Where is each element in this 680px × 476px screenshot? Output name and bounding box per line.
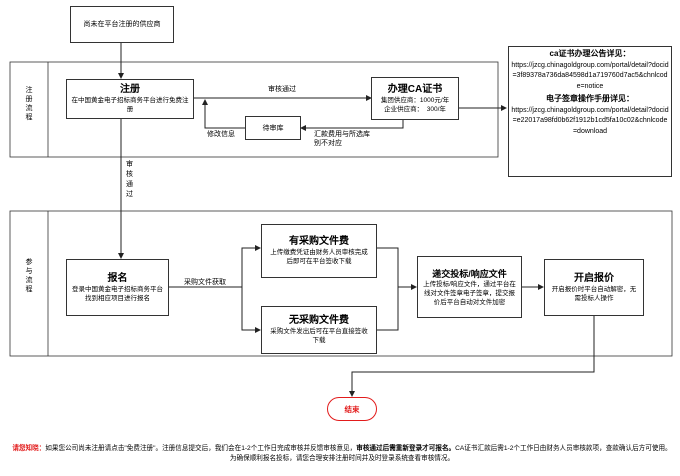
register-lane-label: 注 册 流 程 [25,87,33,121]
footer-part2: CA证书汇款后需1-2个工作日由财务人员审核款项，查款确认后方可使用。为确保顺利… [229,445,672,462]
pending-review-box: 待审库 [245,116,301,140]
paid-docs-box: 有采购文件费 上传缴费凭证由财务人员审核完成后即可在平台签收下载 [261,224,377,278]
register-lane [9,61,499,158]
footer-note: 请您知晓：如果您公司尚未注册请点击"免费注册"。注册信息提交后，我们会在1-2个… [10,444,674,464]
signup-desc: 登录中国黄金电子招标商务平台找到相应项目进行报名 [72,285,163,302]
arrow-open-end [349,316,595,397]
paid-docs-desc: 上传缴费凭证由财务人员审核完成后即可在平台签收下载 [270,249,368,265]
register-title: 注册 [120,84,140,95]
ca-line1: 集团供应商：1000元/年 [380,96,450,104]
signup-title: 报名 [107,272,128,284]
footer-part1: 如果您公司尚未注册请点击"免费注册"。注册信息提交后，我们会在1-2个工作日完成… [45,445,357,452]
register-box: 注册 在中国黄金电子招标商务平台进行免费注册 [66,79,194,119]
arrow-pending-register [202,99,245,129]
ca-title: 办理CA证书 [387,83,443,95]
register-desc: 在中国黄金电子招标商务平台进行免费注册 [71,97,189,113]
pending-text: 待审库 [262,124,284,132]
end-text: 结束 [344,404,360,414]
open-quote-box: 开启报价 开启报价时平台自动解密，无需投标人操作 [544,259,644,316]
start-box-text: 尚未在平台注册的供应商 [83,21,161,28]
ca-notice-title: ca证书办理公告详见： [549,49,631,58]
signup-box: 报名 登录中国黄金电子招标商务平台找到相应项目进行报名 [66,259,169,316]
sign-manual-url[interactable]: https://jzcg.chinagoldgroup.com/portal/d… [511,106,669,135]
sign-manual-title: 电子签章操作手册详见： [546,94,634,103]
free-docs-title: 无采购文件费 [289,315,349,326]
label-get-docs: 采购文件获取 [184,279,226,286]
arrow-signup-paid [169,245,261,288]
label-approved-vertical: 审 核 通 过 [126,161,133,198]
free-docs-desc: 采购文件发出后可在平台直接签收下载 [270,328,368,344]
participate-lane-label: 参 与 流 程 [25,259,33,293]
submit-desc: 上传投标/响应文件，通过平台在线对文件签章电子签章，提交报价后平台自动对文件加密 [423,280,516,306]
open-desc: 开启报价时平台自动解密，无需投标人操作 [551,285,637,302]
open-title: 开启报价 [574,272,614,284]
start-box: 尚未在平台注册的供应商 [70,6,174,43]
submit-bid-box: 递交投标/响应文件 上传投标/响应文件，通过平台在线对文件签章电子签章，提交报价… [417,256,522,318]
submit-title: 递交投标/响应文件 [432,268,507,279]
end-terminal: 结束 [327,397,377,421]
ca-notice-url[interactable]: https://jzcg.chinagoldgroup.com/portal/d… [511,61,669,90]
paid-docs-title: 有采购文件费 [289,236,349,247]
arrow-signup-free [241,287,261,333]
label-modify-info: 修改信息 [207,131,235,138]
footer-bold: 审核通过后需重新登录才可报名。 [356,445,456,452]
free-docs-box: 无采购文件费 采购文件发出后可在平台直接签收下载 [261,306,377,354]
arrow-paid-submit [377,247,399,287]
arrow-free-submit [377,287,399,331]
label-fee-mismatch: 汇款费用与所选库别不对应 [314,131,370,147]
footer-prefix: 请您知晓： [12,445,46,452]
participate-lane [9,210,673,357]
arrow-ca-pending [300,120,404,131]
info-box: ca证书办理公告详见： https://jzcg.chinagoldgroup.… [508,46,672,177]
label-approved-top: 审核通过 [268,86,296,93]
ca-line2: 企业供应商： 300/年 [384,105,446,113]
ca-certificate-box: 办理CA证书 集团供应商：1000元/年 企业供应商： 300/年 [371,77,459,120]
